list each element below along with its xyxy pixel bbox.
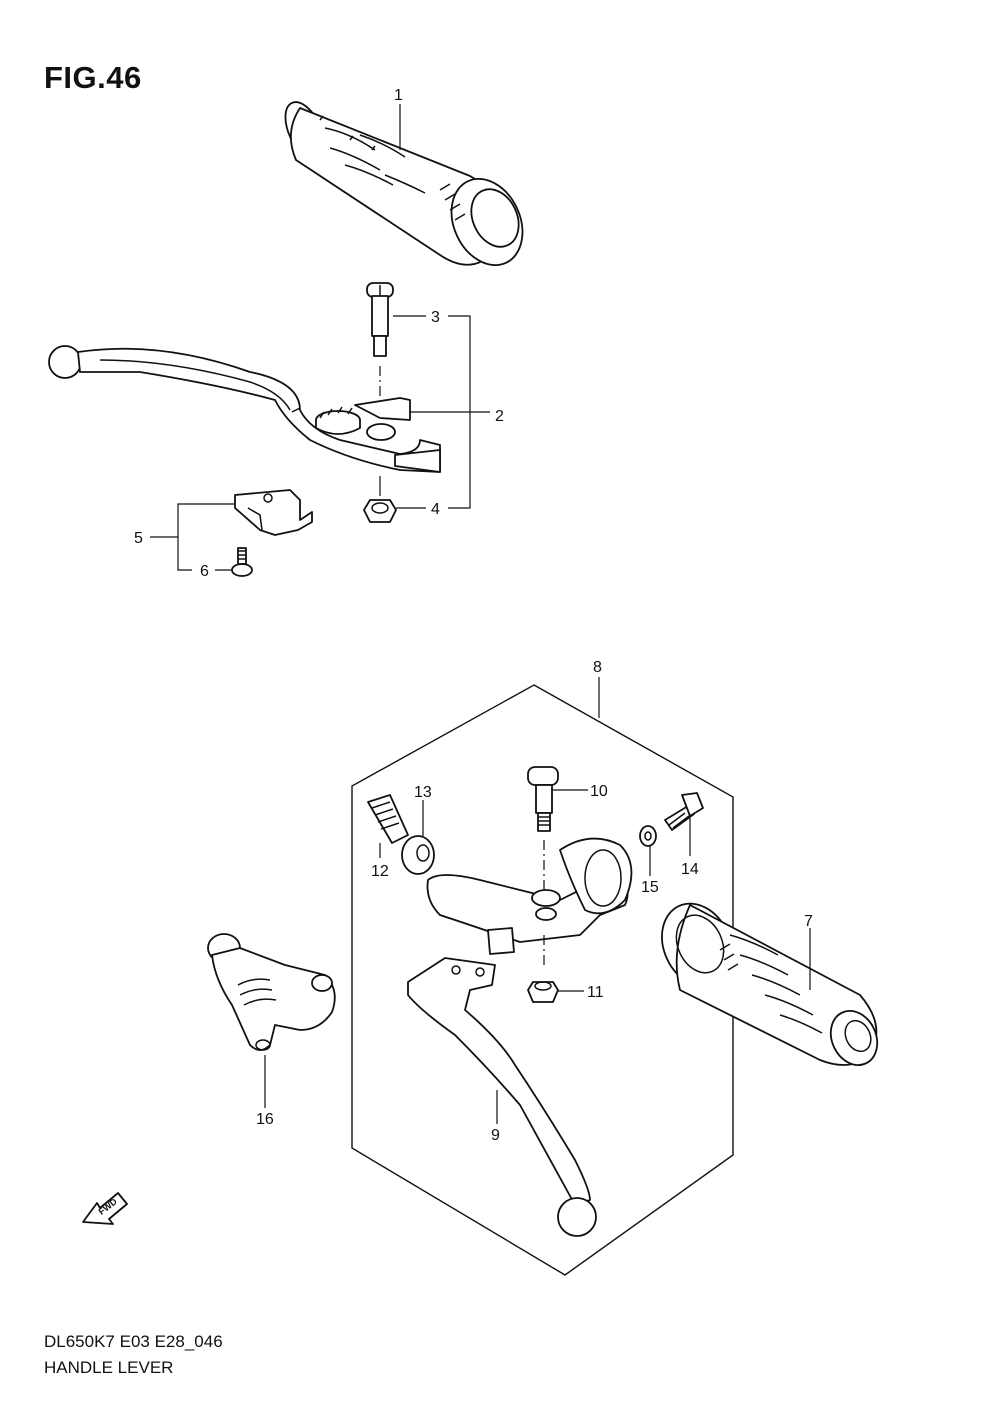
callout-7: 7 — [804, 913, 813, 930]
kit-outline-part-8 — [351, 684, 734, 1276]
pivot-bolt-part-10 — [527, 766, 559, 832]
callout-15: 15 — [641, 879, 659, 896]
washer-part-15 — [639, 825, 657, 847]
callout-2: 2 — [495, 408, 504, 425]
clutch-switch-part-16 — [207, 933, 336, 1051]
callout-4: 4 — [431, 501, 440, 518]
grip-right-part-1 — [284, 101, 524, 267]
callout-14: 14 — [681, 861, 699, 878]
clutch-lever-part-9 — [407, 957, 597, 1237]
callout-5: 5 — [134, 530, 143, 547]
clamp-bolt-part-14 — [664, 792, 704, 831]
nut-part-4 — [363, 476, 397, 523]
section-name: HANDLE LEVER — [44, 1358, 174, 1377]
model-code: DL650K7 E03 E28_046 — [44, 1332, 223, 1351]
callout-1: 1 — [394, 87, 403, 104]
adjuster-part-12 — [367, 794, 409, 844]
leader-lines — [150, 104, 811, 1124]
screw-part-6 — [231, 547, 253, 577]
brake-lever-part-2 — [48, 345, 441, 473]
callout-12: 12 — [371, 863, 389, 880]
callout-10: 10 — [590, 783, 608, 800]
callout-3: 3 — [431, 309, 440, 326]
callout-11: 11 — [587, 984, 604, 1001]
fwd-arrow-icon: FWD — [82, 1192, 128, 1225]
callout-8: 8 — [593, 659, 602, 676]
lever-holder — [426, 837, 633, 955]
nut-part-11 — [527, 981, 559, 1003]
callout-labels: 1 2 3 4 5 6 7 8 9 10 11 12 13 14 15 16 — [134, 87, 813, 1144]
switch-part-5 — [234, 489, 313, 536]
callout-6: 6 — [200, 563, 209, 580]
callout-13: 13 — [414, 784, 432, 801]
adjuster-nut-part-13 — [401, 835, 435, 875]
figure-title: FIG.46 — [44, 60, 142, 95]
callout-16: 16 — [256, 1111, 274, 1128]
bolt-part-3 — [366, 282, 394, 357]
callout-9: 9 — [491, 1127, 500, 1144]
grip-left-part-7 — [661, 902, 879, 1066]
